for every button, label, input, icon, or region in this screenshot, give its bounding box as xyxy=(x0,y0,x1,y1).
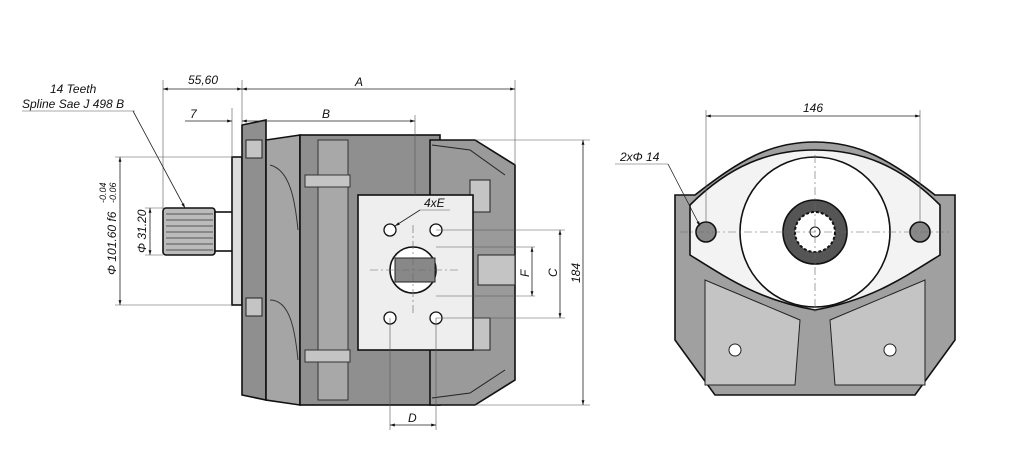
spline-shaft xyxy=(162,207,234,256)
dim-pilot-tol-upper: -0.04 xyxy=(98,182,108,203)
dim-146: 146 xyxy=(803,101,823,115)
dim-b: B xyxy=(322,107,330,121)
dim-shaft-diameter: Φ 31.20 xyxy=(135,209,149,253)
mounting-flange xyxy=(241,119,267,401)
dim-f: F xyxy=(518,269,532,277)
dim-c: C xyxy=(546,268,560,277)
dim-a: A xyxy=(354,75,363,89)
dim-pilot-tol-lower: -0.06 xyxy=(108,182,118,203)
spline-note-standard: Spline Sae J 498 B xyxy=(22,97,124,111)
dim-pilot-diameter: Φ 101.60 f6 xyxy=(105,211,119,275)
pilot-plate xyxy=(231,156,243,306)
dim-7: 7 xyxy=(190,107,198,121)
dim-184: 184 xyxy=(569,263,583,283)
dim-55-60: 55,60 xyxy=(188,73,218,87)
spline-note-teeth: 14 Teeth xyxy=(50,82,97,96)
side-view: 55,60 A 7 B 14 Teeth Spline Sae J 498 B … xyxy=(22,73,590,430)
dim-mount-holes: 2xΦ 14 xyxy=(619,150,660,164)
front-view: 146 2xΦ 14 xyxy=(615,101,956,396)
front-housing xyxy=(265,134,301,406)
dim-4xe: 4xE xyxy=(424,196,446,210)
dim-d: D xyxy=(408,411,417,425)
